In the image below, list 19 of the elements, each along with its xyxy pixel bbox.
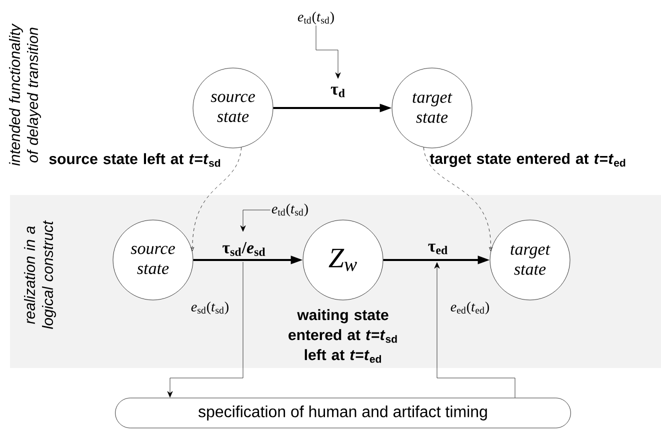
state-caption: source state left at t=t$_{sd}$	[49, 153, 220, 167]
arrow	[316, 25, 341, 79]
arrow	[240, 210, 270, 232]
edge-label: τ$_{d}$	[330, 86, 345, 98]
arrow	[190, 147, 242, 252]
arrow	[167, 262, 244, 398]
event-label: e$_{td}$(t$_{sd}$)	[298, 12, 334, 24]
edge-label: τ$_{sd}$/e$_{sd}$	[222, 242, 266, 256]
arrow	[423, 147, 492, 252]
edge-label: e$_{ed}$(t$_{ed}$)	[450, 302, 489, 314]
state-caption: waiting state entered at t=t$_{sd}$ left at t=t$_{ed}$	[288, 309, 397, 363]
row-label: realization in a logical construct	[24, 220, 56, 329]
timing-box: specification of human and artifact timing	[115, 398, 571, 428]
edge-label: e$_{sd}$(t$_{sd}$)	[191, 302, 228, 314]
row-label: intended functionality of delayed transition	[9, 23, 41, 166]
state-caption: target state entered at t=t$_{ed}$	[430, 152, 626, 168]
arrow	[434, 262, 516, 398]
event-label: e$_{td}$(t$_{sd}$)	[272, 204, 308, 216]
edge-label: τ$_{ed}$	[428, 244, 448, 254]
